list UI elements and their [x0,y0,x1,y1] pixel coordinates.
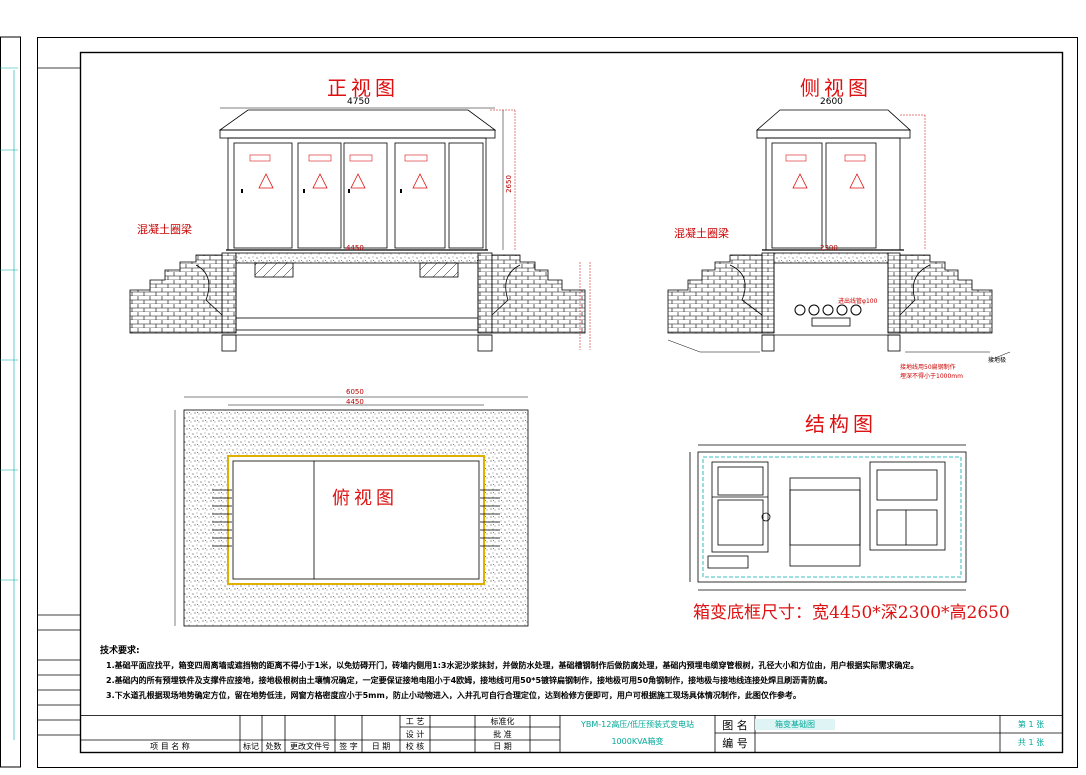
ground-note-1: 接地线用50扁钢制作 [900,364,956,371]
ground-note-2: 埋深不得小于1000mm [900,373,963,380]
front-view-title: 正视图 [327,76,399,100]
tb-role-approve: 批 准 [493,730,512,739]
tech-item-3: 3.下水道孔根据现场地势确定方位，留在地势低洼，网窗方格密度应小于5mm，防止小… [106,691,801,700]
box-size-summary: 箱变底框尺寸：宽4450*深2300*高2650 [693,603,1010,623]
tech-item-1: 1.基础平面应找平，箱变四周离墙或遮挡物的距离不得小于1米，以免妨碍开门，砖墙内… [106,661,919,670]
tb-drawing-no-label: 编 号 [722,737,748,750]
tb-drawing-name-label: 图 名 [722,719,748,732]
pipe-label: 进出线管φ100 [838,298,878,305]
tb-col-count: 处数 [265,742,282,751]
tb-col-date: 日 期 [371,742,391,751]
front-base-width-dim: 4450 [346,244,364,252]
tech-item-2: 2.基础内的所有预埋铁件及支撑件应接地，接地极根树由土壤情况确定，一定要保证接地… [106,676,833,685]
tb-role-check: 校 核 [405,742,425,751]
top-total-dim: 6050 [346,388,364,396]
tb-drawing-name: 箱变基础图 [755,719,835,730]
tb-role-process: 工 艺 [405,717,425,726]
side-width-dim: 2600 [820,97,843,107]
tb-role-design: 设 计 [405,730,425,739]
tb-col-mark: 标记 [243,742,259,751]
ring-beam-label-side: 混凝土圈梁 [674,227,729,240]
front-width-dim: 4750 [347,97,370,107]
tech-heading: 技术要求: [100,646,140,656]
tb-col-change-doc: 更改文件号 [290,742,330,751]
side-view-title: 侧视图 [800,76,872,100]
tb-role-standard: 标准化 [490,717,515,726]
ring-beam-label-front: 混凝土圈梁 [137,223,192,236]
top-inner-dim: 4450 [346,398,364,406]
tb-sheet-total: 共 1 张 [1017,738,1045,747]
tb-sheet-no: 第 1 张 [1017,720,1045,729]
top-view-title: 俯视图 [328,484,402,510]
tb-product-line1: YBM-12高压/低压预装式变电站 [580,720,695,729]
ground-label: 接地极 [988,357,1007,364]
tb-col-sign: 签 字 [339,742,358,751]
tb-product-line2: 1000KVA箱变 [611,737,664,746]
structure-view-title: 结构图 [805,412,877,436]
side-base-width-dim: 2300 [820,244,838,252]
tb-project-name: 项 目 名 称 [150,742,190,751]
tb-role-date: 日 期 [493,742,512,751]
